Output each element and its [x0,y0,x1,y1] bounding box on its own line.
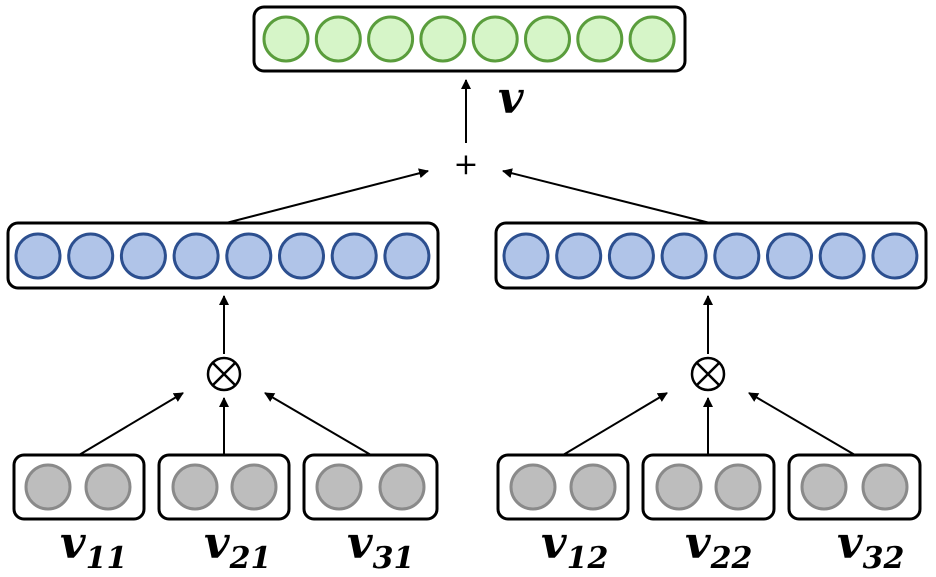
hidden-unit [119,232,167,280]
output-unit [367,15,415,63]
hidden-vector-left-box [6,221,440,290]
input-vector-v32 [787,453,922,521]
output-unit [262,15,310,63]
hidden-unit [330,232,378,280]
output-vector-box [252,5,687,73]
sum-operator: + [453,147,478,182]
hidden-unit [660,232,708,280]
input-unit [800,463,848,511]
input-label-v21: v21 [204,518,271,576]
hidden-vector-right-units [502,232,919,280]
arrow-right-hidden-to-sum [502,168,711,224]
output-label: v [498,73,524,124]
output-unit [628,15,676,63]
arrow-v12-to-product [562,392,668,456]
input-vector-v22 [641,453,776,521]
arrow-left-hidden-to-sum [225,168,429,224]
input-vector-v21 [157,453,291,521]
output-unit [576,15,624,63]
input-unit [569,463,617,511]
input-unit [24,463,72,511]
hidden-unit [14,232,62,280]
hidden-unit [818,232,866,280]
output-unit [471,15,519,63]
hidden-vector-left [6,221,440,290]
input-unit [655,463,703,511]
hidden-vector-right-box [494,221,928,290]
input-unit [714,463,762,511]
hidden-unit [225,232,273,280]
input-unit [378,463,426,511]
input-vectors [12,453,922,521]
output-unit [524,15,571,63]
input-unit [509,463,557,511]
output-unit [314,15,362,63]
hidden-vector-right [494,221,928,290]
hidden-unit [383,232,431,280]
input-unit [861,463,909,511]
hidden-unit [278,232,325,280]
input-unit [171,463,219,511]
output-vector [252,5,687,73]
product-operator-right [690,356,726,392]
output-unit [419,15,467,63]
hidden-unit [766,232,813,280]
input-vector-v31 [302,453,439,521]
input-vector-v12 [496,453,630,521]
input-label-v12: v12 [541,518,608,576]
hidden-unit [67,232,115,280]
arrow-v31-to-product [264,392,372,456]
product-operator-left [206,356,242,392]
input-unit [84,463,132,511]
arrow-v11-to-product [78,392,184,456]
input-label-v22: v22 [685,518,752,576]
hidden-unit [607,232,655,280]
hidden-unit [713,232,761,280]
input-unit [315,463,363,511]
arrow-v32-to-product [748,392,856,456]
input-label-v31: v31 [347,518,414,576]
output-vector-units [262,15,676,63]
hidden-vector-left-units [14,232,431,280]
input-vector-v11 [12,453,146,521]
hidden-unit [871,232,919,280]
input-label-v11: v11 [60,518,127,576]
hidden-unit [502,232,550,280]
hidden-unit [555,232,603,280]
input-label-v32: v32 [837,518,904,576]
hidden-unit [172,232,220,280]
input-unit [230,463,278,511]
